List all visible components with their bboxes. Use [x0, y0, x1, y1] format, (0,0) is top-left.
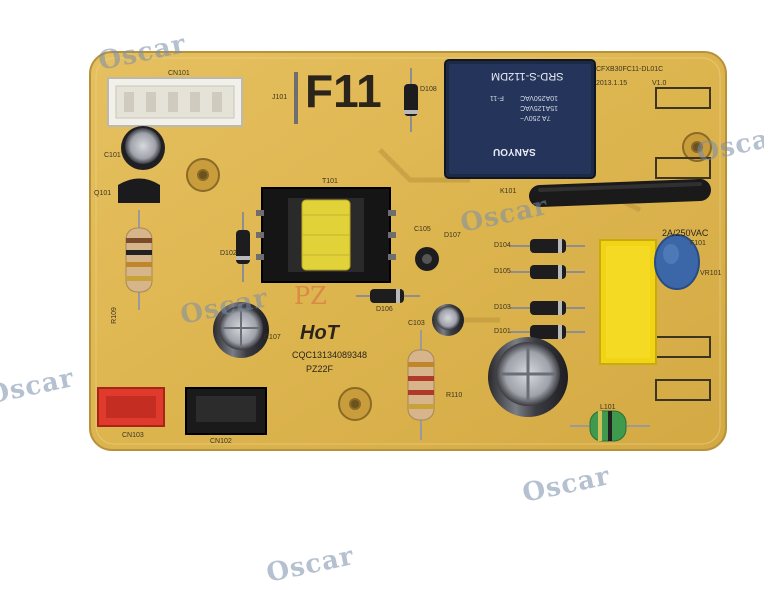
relay-k101	[444, 59, 596, 179]
label-d101: D101	[494, 328, 511, 335]
label-d105: D105	[494, 268, 511, 275]
inductor-c105	[415, 247, 439, 271]
capacitor-main	[488, 337, 568, 417]
label-vr101: VR101	[700, 270, 722, 277]
varistor-vr101	[654, 234, 700, 290]
label-d103: D103	[494, 304, 511, 311]
board-serial: CQC13134089348	[292, 350, 368, 360]
board-date: 2013.1.15	[596, 80, 628, 87]
label-d107: D107	[444, 232, 461, 239]
label-j101: J101	[272, 94, 288, 101]
mounting-holes	[186, 132, 712, 421]
resistor-r109	[125, 210, 153, 310]
label-r110: R110	[446, 392, 463, 399]
diode-d102	[236, 212, 250, 282]
connector-cn102	[185, 387, 267, 435]
board-version: V1.0	[652, 80, 667, 87]
relay-model: SRD-S-112DM	[491, 70, 564, 82]
label-c101: C101	[104, 152, 121, 159]
board-stamp: PZ	[294, 282, 327, 310]
label-d108: D108	[420, 86, 437, 93]
label-q101: Q101	[94, 190, 112, 197]
fuse-f101	[599, 239, 657, 365]
board-hot-label: HoT	[300, 322, 339, 344]
label-r109: R109	[110, 307, 118, 324]
relay-rating-3: 7A 250V~	[520, 114, 551, 121]
relay-rating-1: 10A250VAC	[520, 94, 559, 101]
diode-d106	[356, 289, 420, 303]
board-batch: PZ22F	[306, 364, 334, 374]
bridge-diodes	[510, 239, 585, 339]
label-d106: D106	[376, 306, 393, 313]
relay-brand: SANYOU	[493, 146, 536, 157]
label-f101: F101	[690, 240, 706, 247]
board-model-code: F11	[305, 65, 382, 117]
label-cn103: CN103	[122, 432, 144, 439]
transistor-q101	[118, 178, 160, 203]
label-d102: D102	[220, 250, 237, 257]
capacitor-c103	[432, 304, 464, 336]
capacitor-c107	[213, 302, 269, 358]
connector-cn103	[97, 387, 165, 427]
board-part-number: CFXB30FC11-DL01C	[596, 66, 664, 73]
inductor-l101	[570, 410, 650, 442]
capacitor-c101	[121, 126, 165, 170]
label-l101: L101	[600, 404, 616, 411]
label-cn102: CN102	[210, 438, 232, 445]
label-c103: C103	[408, 320, 425, 327]
connector-cn101	[107, 77, 243, 127]
insulation-sleeve	[529, 179, 711, 207]
resistor-r110	[407, 330, 435, 440]
diode-d108	[404, 68, 418, 132]
label-c105: C105	[414, 226, 431, 233]
label-d104: D104	[494, 242, 511, 249]
transformer-t101	[256, 187, 396, 283]
label-t101: T101	[322, 178, 338, 185]
relay-code: F-11	[490, 94, 504, 101]
label-c107: C107	[264, 334, 281, 341]
label-k101: K101	[500, 188, 517, 195]
relay-rating-2: 15A125VAC	[520, 104, 559, 111]
label-cn101: CN101	[168, 70, 190, 77]
fuse-rating: 2A/250VAC	[662, 228, 709, 238]
